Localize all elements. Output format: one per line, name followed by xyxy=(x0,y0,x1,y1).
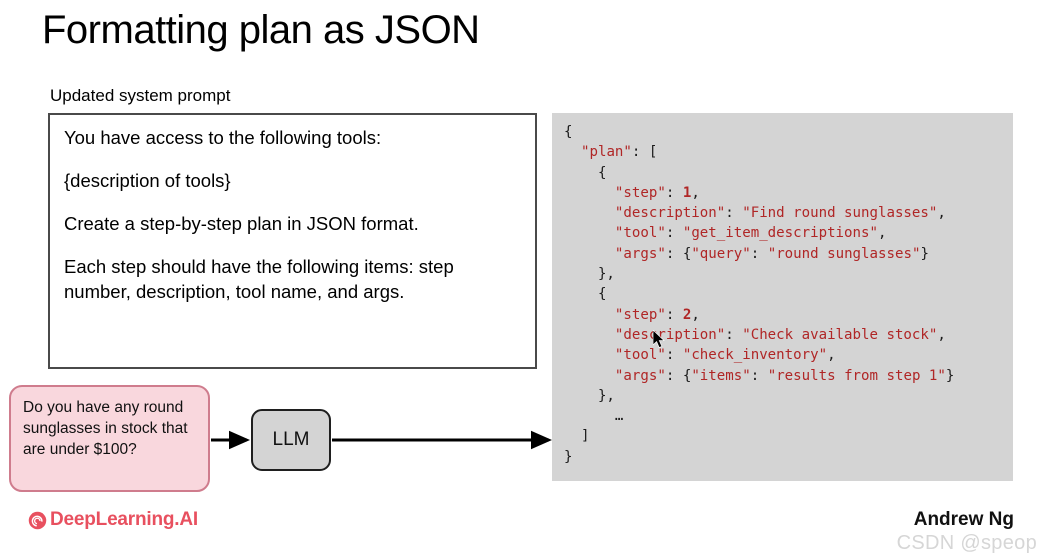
system-prompt-box: You have access to the following tools: … xyxy=(48,113,537,369)
code-line: "step": 2, xyxy=(614,306,700,323)
code-line: "plan": [ xyxy=(580,144,658,161)
user-question-text: Do you have any round sunglasses in stoc… xyxy=(23,399,188,458)
author-name: Andrew Ng xyxy=(913,509,1014,530)
llm-label: LLM xyxy=(272,429,310,450)
code-line: "description": "Check available stock", xyxy=(614,326,946,343)
code-line: "tool": "check_inventory", xyxy=(614,347,836,364)
user-question-bubble: Do you have any round sunglasses in stoc… xyxy=(9,385,210,492)
deeplearning-spiral-icon xyxy=(28,511,47,529)
code-line: } xyxy=(564,448,573,465)
code-line-ellipsis: … xyxy=(564,408,624,425)
code-line: "step": 1, xyxy=(614,184,700,201)
llm-node: LLM xyxy=(251,409,331,471)
code-line: "description": "Find round sunglasses", xyxy=(614,205,946,222)
deeplearning-ai-logo: DeepLearning.AI xyxy=(28,509,198,531)
prompt-line-2: {description of tools} xyxy=(64,170,231,191)
page-title: Formatting plan as JSON xyxy=(42,8,480,52)
code-line: { xyxy=(564,164,607,181)
csdn-watermark: CSDN @speop xyxy=(896,532,1037,554)
deeplearning-ai-wordmark: DeepLearning.AI xyxy=(50,509,198,530)
prompt-line-1: You have access to the following tools: xyxy=(64,127,382,148)
code-line: "args": {"items": "results from step 1"} xyxy=(614,367,955,384)
prompt-line-3: Create a step-by-step plan in JSON forma… xyxy=(64,213,419,234)
code-line: ] xyxy=(564,428,590,445)
prompt-line-4: Each step should have the following item… xyxy=(64,256,454,302)
code-line: { xyxy=(564,286,607,303)
code-line: "args": {"query": "round sunglasses"} xyxy=(614,245,929,262)
section-label-updated-system-prompt: Updated system prompt xyxy=(50,86,231,105)
code-line: }, xyxy=(564,387,615,404)
code-line: }, xyxy=(564,266,615,283)
json-output-panel: { "plan": [ { "step": 1, "description": … xyxy=(552,113,1013,481)
code-line: "tool": "get_item_descriptions", xyxy=(614,225,887,242)
code-line: { xyxy=(564,124,573,140)
